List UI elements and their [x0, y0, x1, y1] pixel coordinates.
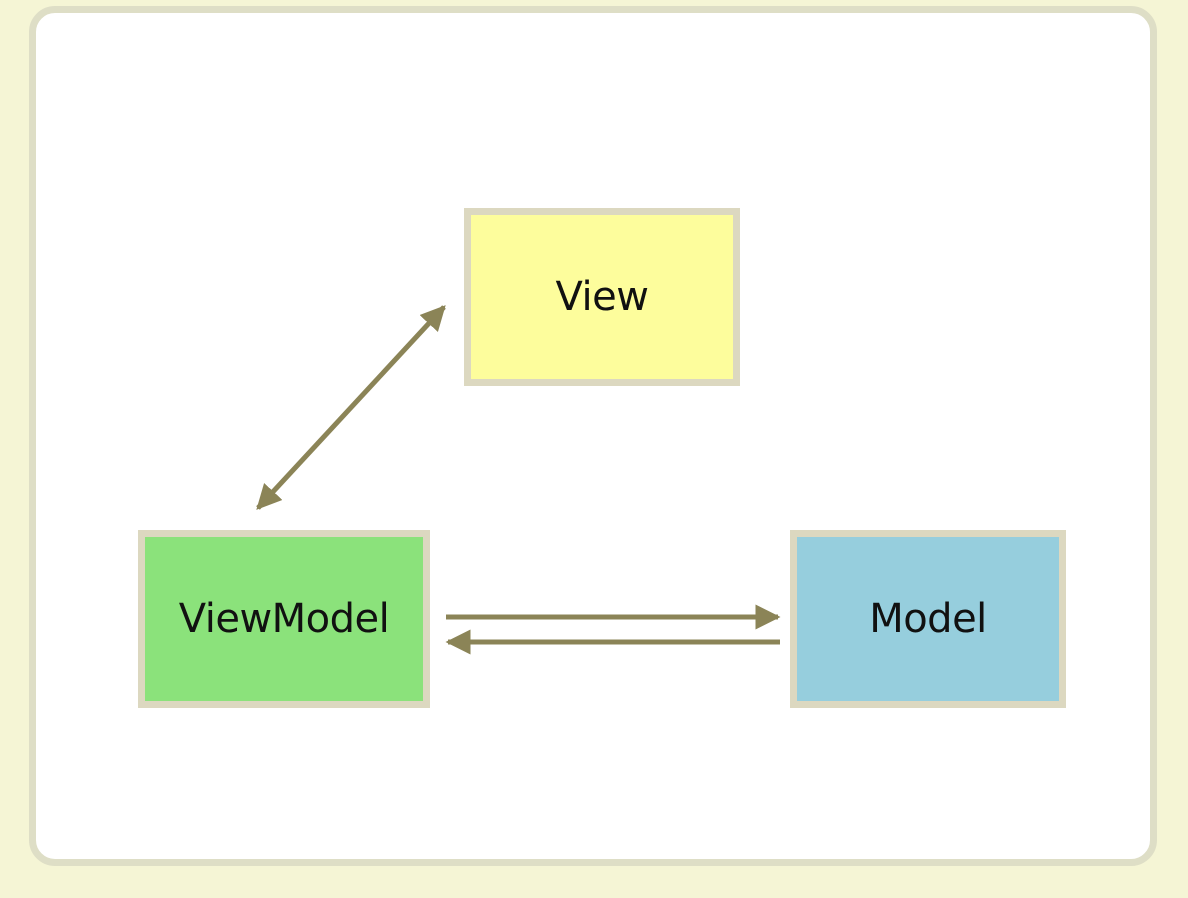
diagram-panel — [29, 6, 1157, 866]
view-node-label: View — [555, 274, 649, 320]
model-node: Model — [790, 530, 1066, 708]
model-node-label: Model — [869, 596, 987, 642]
viewmodel-node-label: ViewModel — [178, 596, 390, 642]
view-node: View — [464, 208, 740, 386]
viewmodel-node: ViewModel — [138, 530, 430, 708]
